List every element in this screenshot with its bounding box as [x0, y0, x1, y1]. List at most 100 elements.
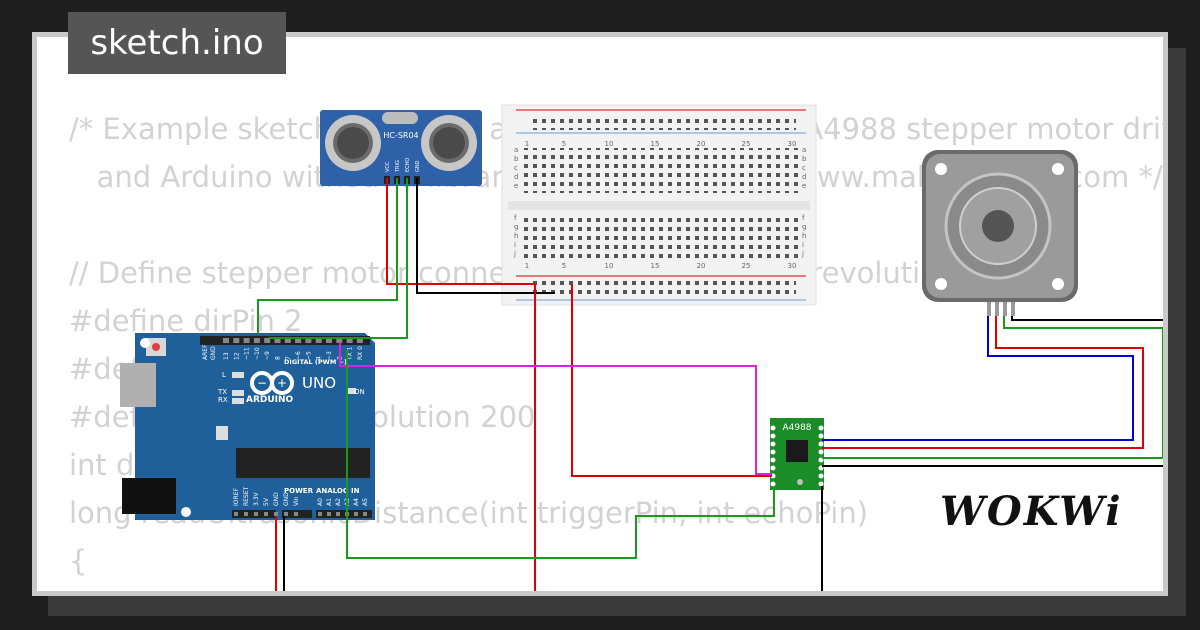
driver-pin[interactable] — [770, 441, 776, 447]
wire-echo-green — [268, 178, 408, 339]
arduino-uno[interactable]: − + UNO ARDUINO DIGITAL (PWM ~) ON L TX … — [120, 333, 375, 520]
arduino-pin-label: A1 — [326, 498, 333, 506]
arduino-analog-pin[interactable] — [363, 512, 367, 516]
driver-pin[interactable] — [818, 481, 824, 487]
wire-vcc-red — [386, 178, 535, 285]
driver-pin[interactable] — [818, 441, 824, 447]
arduino-power-pin[interactable] — [294, 512, 298, 516]
wire-breadboard-red — [571, 284, 772, 477]
wire-motor-red — [822, 316, 1144, 449]
driver-pin[interactable] — [818, 449, 824, 455]
driver-pin[interactable] — [770, 465, 776, 471]
wire-trig-green — [257, 178, 398, 334]
arduino-digital-pin[interactable] — [305, 338, 312, 343]
stepper-motor[interactable] — [922, 150, 1078, 316]
arduino-pin-label: A5 — [362, 498, 369, 506]
breadboard-row-label: j — [801, 250, 804, 258]
arduino-power-pin[interactable] — [274, 512, 278, 516]
arduino-pin-label: 12 — [233, 352, 240, 360]
arduino-pin-label: 7 — [285, 356, 292, 360]
arduino-pin-label: ~10 — [254, 347, 261, 360]
breadboard-col-label: 30 — [788, 140, 797, 148]
arduino-power-pin[interactable] — [284, 512, 288, 516]
breadboard-row-label: b — [802, 155, 807, 163]
arduino-digital-pin[interactable] — [264, 338, 271, 343]
arduino-analog-pin[interactable] — [318, 512, 322, 516]
driver-pin[interactable] — [770, 433, 776, 439]
breadboard-row-label: c — [514, 164, 518, 172]
breadboard-row-label: e — [514, 182, 518, 190]
breadboard-row-label: b — [514, 155, 519, 163]
arduino-analog-pin[interactable] — [336, 512, 340, 516]
arduino-pin-label: 5V — [263, 497, 270, 506]
breadboard-col-label: 30 — [788, 262, 797, 270]
file-tab[interactable]: sketch.ino — [68, 12, 286, 74]
arduino-pin-label: ~9 — [264, 351, 271, 360]
svg-text:−: − — [257, 376, 267, 390]
arduino-digital-pin[interactable] — [356, 338, 363, 343]
arduino-digital-pin[interactable] — [253, 338, 260, 343]
driver-pin[interactable] — [818, 425, 824, 431]
breadboard-row-label: i — [514, 241, 516, 249]
arduino-digital-pin[interactable] — [223, 338, 229, 343]
breadboard-col-label: 5 — [562, 140, 566, 148]
power-label: POWER — [284, 487, 314, 495]
driver-pin[interactable] — [770, 481, 776, 487]
sensor-pin-label: ECHO — [405, 158, 411, 172]
arduino-digital-pin[interactable] — [315, 338, 322, 343]
svg-text:+: + — [277, 376, 287, 390]
sensor-pin-label: GND — [415, 160, 421, 172]
driver-pin[interactable] — [770, 449, 776, 455]
breadboard-row-label: c — [802, 164, 806, 172]
driver-pin[interactable] — [770, 457, 776, 463]
arduino-pin-label: TX 1 — [347, 346, 354, 361]
arduino-pin-label: 4 — [316, 356, 323, 360]
tx-label: TX — [217, 388, 227, 396]
driver-pin[interactable] — [770, 425, 776, 431]
breadboard-row-label: j — [513, 250, 516, 258]
arduino-digital-pin[interactable] — [336, 338, 343, 343]
arduino-pin-label: A4 — [353, 498, 360, 506]
arduino-pin-label: GND — [283, 492, 290, 506]
arduino-digital-pin[interactable] — [346, 338, 353, 343]
arduino-pin-label: 13 — [223, 352, 230, 360]
arduino-power-pin[interactable] — [264, 512, 268, 516]
arduino-logo: − + — [250, 371, 294, 395]
aref-label: AREF — [202, 344, 209, 360]
on-label: ON — [354, 388, 365, 396]
arduino-power-pin[interactable] — [254, 512, 258, 516]
arduino-power-pin[interactable] — [244, 512, 248, 516]
driver-label: A4988 — [782, 423, 811, 433]
arduino-digital-pin[interactable] — [326, 338, 332, 343]
wire-step-green — [346, 350, 775, 559]
breadboard-row-label: i — [802, 241, 804, 249]
breadboard-row-label: h — [514, 232, 518, 240]
arduino-pin-label: 3.3V — [253, 491, 260, 506]
arduino-pin-label: ~6 — [295, 351, 302, 360]
arduino-digital-pin[interactable] — [233, 338, 240, 343]
driver-pin[interactable] — [818, 433, 824, 439]
breadboard-row-label: e — [802, 182, 806, 190]
breadboard-col-label: 20 — [697, 262, 706, 270]
rx-label: RX — [218, 396, 228, 404]
arduino-digital-pin[interactable] — [243, 338, 250, 343]
breadboard-row-label: d — [802, 173, 806, 181]
arduino-analog-pin[interactable] — [327, 512, 331, 516]
arduino-digital-pin[interactable] — [274, 338, 281, 343]
arduino-power-pin[interactable] — [234, 512, 238, 516]
arduino-analog-pin[interactable] — [354, 512, 358, 516]
arduino-digital-pin[interactable] — [295, 338, 302, 343]
breadboard-row-label: h — [802, 232, 806, 240]
breadboard-col-label: 10 — [605, 262, 614, 270]
wires — [257, 178, 1163, 591]
arduino-pin-label: Vin — [293, 496, 300, 506]
driver-pin[interactable] — [818, 473, 824, 479]
breadboard-col-label: 10 — [605, 140, 614, 148]
l-label: L — [222, 371, 226, 379]
arduino-digital-pin[interactable] — [284, 338, 291, 343]
a4988-driver[interactable]: A4988 — [770, 418, 824, 490]
breadboard-col-label: 15 — [651, 262, 660, 270]
breadboard-row-label: g — [802, 223, 806, 231]
